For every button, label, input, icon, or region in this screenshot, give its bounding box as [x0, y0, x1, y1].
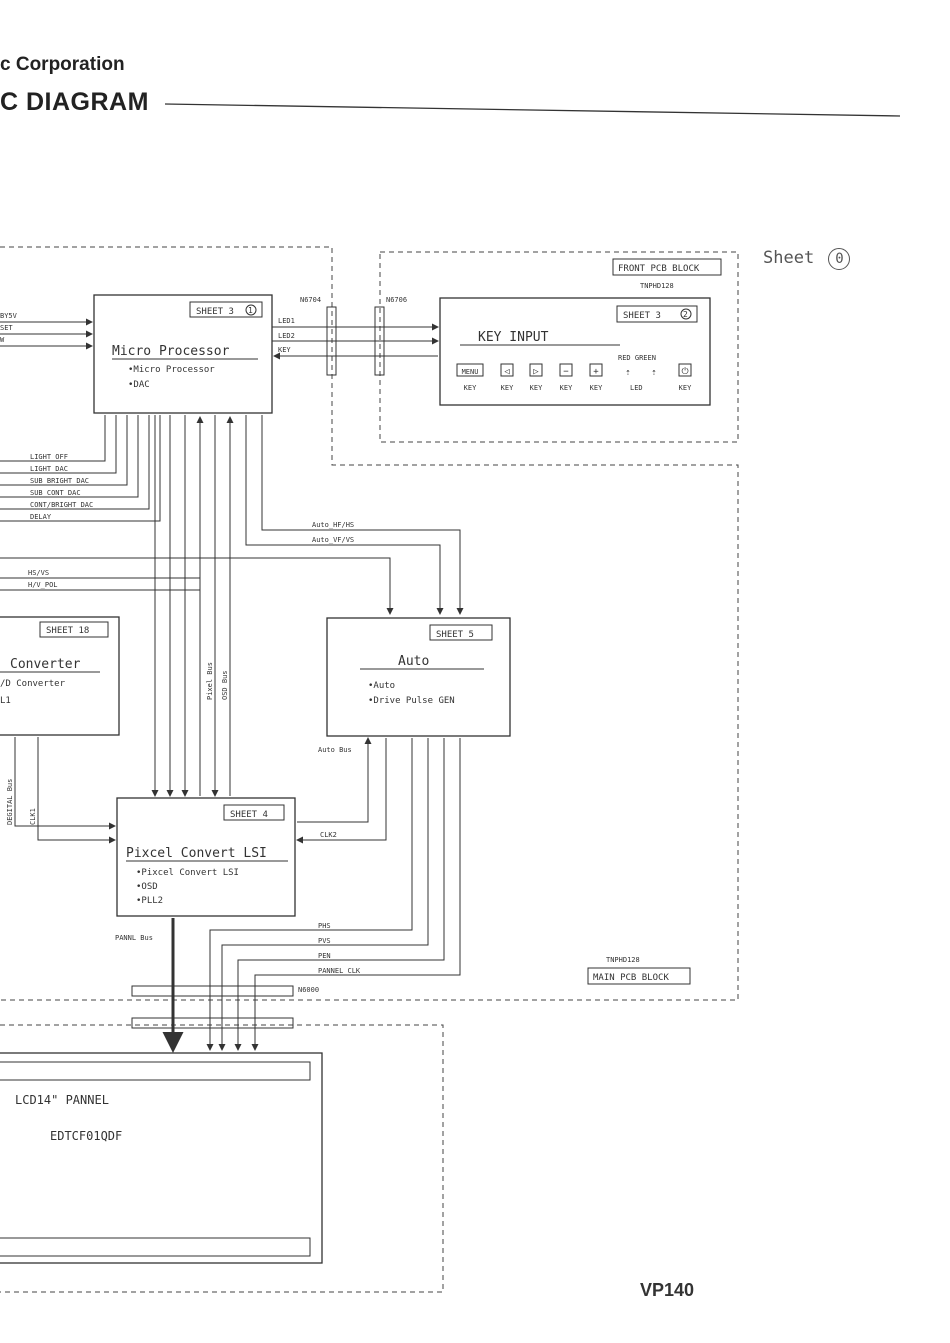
key-title: KEY INPUT [478, 330, 549, 345]
sig-sub-bright: SUB_BRIGHT_DAC [30, 477, 89, 485]
micro-processor-block: SHEET 3 1 Micro Processor •Micro Process… [93, 294, 273, 414]
key-button-2 [529, 363, 543, 377]
lcd-outline [0, 1024, 444, 1293]
auto-item-1: •Auto [368, 681, 395, 691]
sig-w: W [0, 336, 5, 344]
sig-auto-hf: Auto_HF/HS [312, 521, 354, 529]
model-number: VP140 [640, 1280, 695, 1300]
connector-n6000-b [131, 1017, 294, 1029]
connector-n6704-label: N6704 [300, 296, 321, 304]
sig-sub-cont: SUB_CONT_DAC [30, 489, 81, 497]
lcd-panel-block: LCD14" PANNEL EDTCF01QDF [0, 1052, 323, 1264]
sig-clk2: CLK2 [320, 831, 337, 839]
key-input-block: SHEET 3 2 KEY INPUT MENU KEY ◁ KEY ▷ KEY − KEY +… [439, 297, 711, 406]
adc-item-2: L1 [0, 696, 11, 706]
micro-item-1: •Micro Processor [128, 365, 215, 375]
auto-block: SHEET 5 Auto •Auto •Drive Pulse GEN [326, 617, 511, 737]
key-button-glyph-4: + [593, 367, 599, 377]
sig-clk1: CLK1 [29, 808, 37, 825]
key-button-4 [589, 363, 603, 377]
sig-pannel-clk: PANNEL_CLK [318, 967, 361, 975]
key-button-glyph-3: − [563, 367, 569, 377]
front-pcb-part: TNPHD128 [640, 282, 674, 290]
company-name: c Corporation [0, 54, 125, 75]
key-button-label-3: KEY [560, 384, 573, 392]
connector-n6000-label: N6000 [298, 986, 319, 994]
key-button-glyph-1: ◁ [504, 367, 510, 377]
micro-title: Micro Processor [112, 344, 230, 359]
key-button-glyph-2: ▷ [533, 367, 539, 377]
key-sheet: SHEET 3 [623, 311, 661, 321]
key-button-label-1: KEY [501, 384, 514, 392]
key-button-label-0: KEY [464, 384, 477, 392]
led-icon-0: ⇡ [625, 368, 630, 378]
micro-sheet-no: 1 [248, 306, 253, 315]
adc-title: Converter [10, 657, 81, 672]
sig-light-dac: LIGHT_DAC [30, 465, 68, 473]
lcd-part: EDTCF01QDF [50, 1129, 122, 1143]
front-pcb-label: FRONT PCB BLOCK [618, 264, 700, 274]
main-pcb-outline [0, 246, 739, 1001]
sheet-marker: Sheet 0 [763, 248, 851, 270]
key-button-glyph-0: MENU [462, 368, 479, 376]
sig-osd-bus: OSD Bus [221, 670, 229, 700]
pixel-convert-block: SHEET 4 Pixcel Convert LSI •Pixcel Conve… [116, 797, 296, 917]
diagram-title: C DIAGRAM [0, 88, 149, 116]
sig-digital-bus: DEGITAL Bus [6, 779, 14, 825]
key-button-5 [678, 363, 692, 377]
sig-phs: PHS [318, 922, 331, 930]
pixel-item-1: •Pixcel Convert LSI [136, 868, 239, 878]
adc-sheet: SHEET 18 [46, 626, 89, 636]
sig-led1: LED1 [278, 317, 295, 325]
lcd-title: LCD14" PANNEL [15, 1093, 109, 1107]
pixel-sheet: SHEET 4 [230, 810, 268, 820]
auto-title: Auto [398, 654, 429, 669]
sig-hvpol: H/V_POL [28, 581, 58, 589]
pixel-item-3: •PLL2 [136, 896, 163, 906]
sig-key: KEY [278, 346, 291, 354]
sheet-marker-label: Sheet [763, 248, 815, 268]
sig-auto-bus: Auto Bus [318, 746, 352, 754]
key-sheet-no: 2 [683, 310, 688, 319]
connector-n6706-label: N6706 [386, 296, 407, 304]
micro-item-2: •DAC [128, 380, 150, 390]
sig-delay: DELAY [30, 513, 52, 521]
auto-item-2: •Drive Pulse GEN [368, 696, 455, 706]
pixel-title: Pixcel Convert LSI [126, 846, 267, 861]
sig-auto-vf: Auto_VF/VS [312, 536, 354, 544]
key-button-1 [500, 363, 514, 377]
sig-led2: LED2 [278, 332, 295, 340]
sig-hsvs: HS/VS [28, 569, 49, 577]
sig-pixel-bus: Pixel Bus [206, 662, 214, 700]
key-button-0 [456, 363, 484, 377]
micro-sheet: SHEET 3 [196, 307, 234, 317]
led-label: LED [630, 384, 643, 392]
led-colors: RED GREEN [618, 354, 656, 362]
sheet-marker-number: 0 [828, 248, 851, 270]
sig-pannel-bus: PANNL Bus [115, 934, 153, 942]
adc-block: SHEET 18 Converter /D Converter L1 [0, 616, 120, 736]
key-button-glyph-5: ⏻ [681, 366, 688, 377]
connector-n6000-a [131, 985, 294, 997]
led-icon-1: ⇡ [651, 368, 656, 378]
pixel-item-2: •OSD [136, 882, 158, 892]
main-pcb-label: MAIN PCB BLOCK [593, 973, 669, 983]
sig-set: SET [0, 324, 13, 332]
sig-light-off: LIGHT_OFF [30, 453, 68, 461]
auto-sheet: SHEET 5 [436, 630, 474, 640]
key-button-3 [559, 363, 573, 377]
sig-pvs: PVS [318, 937, 331, 945]
sig-pen: PEN [318, 952, 331, 960]
sig-cont-bright: CONT/BRIGHT_DAC [30, 501, 93, 509]
key-button-label-4: KEY [590, 384, 603, 392]
sig-by5v: BY5V [0, 312, 18, 320]
main-pcb-part: TNPHD128 [606, 956, 640, 964]
adc-item-1: /D Converter [0, 679, 66, 689]
front-pcb-outline [379, 251, 739, 443]
key-button-label-2: KEY [530, 384, 543, 392]
key-button-label-5: KEY [679, 384, 692, 392]
